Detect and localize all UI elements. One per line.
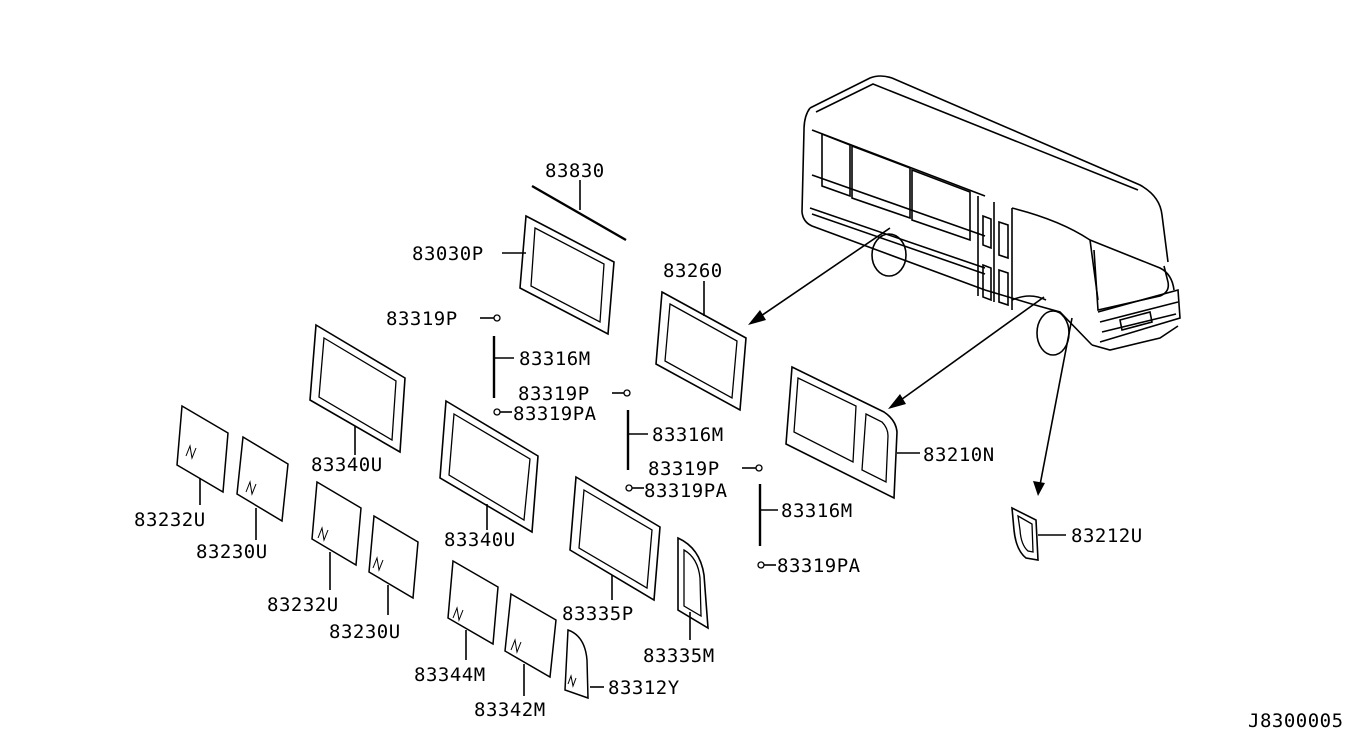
bus-illustration [801,75,1181,356]
label-83340U-b: 83340U [444,529,516,551]
part-83312Y-glass [564,628,604,700]
label-83316M-c: 83316M [781,500,853,522]
label-83030P: 83030P [412,243,484,265]
part-labels: 83830 83030P 83260 83319P 83316M 83319P … [134,160,1344,732]
part-83230U-glass-a [236,435,289,540]
label-83230U-a: 83230U [196,541,268,563]
label-83319P-c: 83319P [648,458,720,480]
clips-and-rods [480,314,778,569]
label-83319PA-a: 83319PA [513,403,597,425]
part-83335P-frame [569,475,661,602]
part-83830-molding [531,180,627,242]
label-83232U-a: 83232U [134,509,206,531]
label-83260: 83260 [663,260,723,282]
part-83340U-frame-a [309,323,406,455]
label-83316M-b: 83316M [652,424,724,446]
part-83342M-glass [504,592,557,696]
label-83830: 83830 [545,160,605,182]
part-83030P-frame [502,214,615,336]
label-83319PA-b: 83319PA [644,480,728,502]
part-83335M-frame [677,536,709,640]
part-83340U-frame-b [439,399,539,534]
label-83335P: 83335P [562,603,634,625]
label-83316M-a: 83316M [519,348,591,370]
diagram-id: J8300005 [1248,710,1344,732]
label-83340U-a: 83340U [311,454,383,476]
label-83319P-a: 83319P [386,308,458,330]
label-83319PA-c: 83319PA [777,555,861,577]
label-83344M: 83344M [414,664,486,686]
label-83232U-b: 83232U [267,594,339,616]
part-83212U-glass [1011,506,1066,561]
label-83342M: 83342M [474,699,546,721]
label-83319P-b: 83319P [518,383,590,405]
part-83344M-glass [447,559,499,660]
label-83312Y: 83312Y [608,677,680,699]
label-83335M: 83335M [643,645,715,667]
part-83260-window [655,281,747,412]
part-83210N-window [785,365,920,500]
label-83210N: 83210N [923,444,995,466]
label-83230U-b: 83230U [329,621,401,643]
part-83232U-glass-b [311,480,362,590]
callout-arrows [748,227,1073,496]
part-83230U-glass-b [368,514,419,615]
part-83232U-glass-a [176,404,229,505]
label-83212U: 83212U [1071,525,1143,547]
